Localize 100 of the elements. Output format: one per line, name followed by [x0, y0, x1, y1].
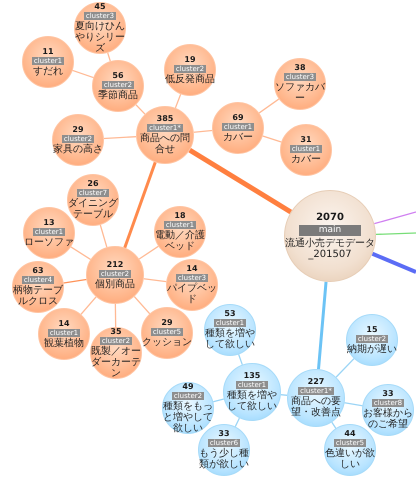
topic-label: 夏向けひんやりシリーズ: [74, 20, 126, 54]
count-label: 33: [382, 390, 394, 398]
topic-bubble: [136, 106, 194, 164]
count-label: 44: [344, 430, 356, 438]
connector-line: [64, 278, 86, 284]
topic-label: 柄物テーブルクロス: [12, 285, 64, 307]
connector-line: [114, 304, 116, 327]
count-label: 2070: [316, 212, 344, 223]
topic-bubble: [92, 60, 144, 112]
topic-label: 納期が遅い: [346, 344, 398, 354]
topic-label: 既製／オーダーカーテン: [90, 346, 142, 378]
topic-label: 家具の高さ: [52, 144, 104, 154]
topic-bubble: [166, 259, 218, 311]
topic-bubble: [280, 124, 332, 176]
count-label: 31: [300, 136, 312, 144]
topic-bubble: [141, 307, 193, 359]
topic-label: 電動／介護ベッド: [154, 230, 206, 252]
count-label: 15: [366, 326, 378, 334]
connector-line: [317, 282, 328, 370]
topic-label: カバー: [290, 154, 322, 164]
connector-line: [134, 296, 150, 314]
topic-label: ソファカバー: [274, 82, 326, 104]
topic-label: もう少し種類が欲しい: [198, 448, 250, 470]
topic-bubble: [274, 58, 326, 110]
topic-label: クッション: [142, 336, 192, 348]
count-label: 63: [32, 267, 44, 275]
connector-line: [144, 278, 166, 282]
connector-line: [258, 98, 280, 114]
count-label: 212: [106, 260, 124, 268]
connector-line: [238, 354, 243, 365]
topic-label: 商品への要望・改善点: [290, 396, 342, 418]
connector-line: [70, 246, 91, 260]
topic-label: パイプベッド: [166, 283, 218, 305]
topic-bubble: [67, 174, 119, 226]
topic-bubble: [74, 2, 126, 54]
topic-bubble: [52, 114, 104, 166]
topic-label: 個別商品: [94, 278, 136, 290]
topic-label: カバー: [222, 132, 254, 142]
topic-label: 種類をもっと増やして欲しい: [162, 400, 214, 434]
count-label: 38: [294, 64, 306, 72]
count-label: 56: [112, 72, 124, 80]
topic-bubble: [86, 246, 144, 304]
topic-label: 低反発商品: [164, 74, 216, 84]
topic-label: ローソファ: [24, 236, 74, 248]
connector-line: [174, 94, 182, 108]
topic-label: 種類を増やして欲しい: [226, 390, 278, 412]
connector-line: [100, 224, 108, 248]
topic-label: 種類を増やして欲しい: [204, 328, 256, 350]
topic-label: 色違いが欲しい: [324, 448, 376, 470]
connector-line: [344, 402, 362, 406]
connector-line: [194, 130, 212, 133]
connector-line: [213, 398, 224, 402]
connector-line: [336, 358, 354, 378]
count-label: 11: [42, 48, 54, 56]
topic-bubble: [204, 304, 256, 356]
topic-bubble: [12, 261, 64, 313]
topic-bubble: [346, 314, 398, 366]
count-label: 69: [232, 114, 244, 122]
topic-label: 季節商品: [97, 90, 139, 100]
cluster-tag: main: [299, 225, 361, 236]
topic-label: 流通小売デモデータ_201507: [284, 238, 376, 260]
count-label: 35: [110, 328, 122, 336]
connector-line: [234, 418, 240, 427]
count-label: 18: [174, 212, 186, 220]
count-label: 19: [184, 56, 196, 64]
connector-line: [374, 211, 416, 224]
topic-bubble: [162, 382, 214, 434]
count-label: 385: [156, 115, 174, 123]
topic-label: 商品への問合せ: [139, 133, 191, 155]
connector-line: [262, 135, 282, 143]
connector-line: [376, 232, 416, 236]
connector-line: [80, 296, 97, 315]
connector-line: [104, 136, 136, 140]
topic-label: お客様からのご希望: [362, 408, 414, 430]
count-label: 14: [186, 265, 198, 273]
connector-line: [136, 104, 146, 115]
topic-bubble: [212, 102, 264, 154]
topic-bubble: [38, 308, 90, 360]
count-label: 14: [58, 320, 70, 328]
topic-bubble: [164, 44, 216, 96]
topic-label: ダイニングテーブル: [68, 198, 118, 220]
connector-line: [188, 148, 292, 214]
topic-label: 観葉植物: [43, 338, 85, 348]
count-label: 33: [218, 430, 230, 438]
count-label: 26: [87, 180, 99, 188]
connector-line: [280, 394, 288, 396]
topic-bubble: [154, 206, 206, 258]
topic-bubble: [362, 384, 414, 436]
topic-bubble: [287, 369, 345, 427]
connector-line: [123, 162, 157, 248]
count-label: 227: [308, 378, 324, 386]
connector-line: [331, 422, 336, 429]
topic-label: すだれ: [32, 66, 64, 76]
count-label: 49: [182, 382, 194, 390]
topic-bubble: [22, 36, 74, 88]
count-label: 53: [224, 310, 236, 318]
connector-line: [72, 70, 94, 78]
count-label: 29: [72, 126, 84, 134]
connector-line: [138, 246, 159, 260]
topic-bubble: [90, 327, 142, 379]
